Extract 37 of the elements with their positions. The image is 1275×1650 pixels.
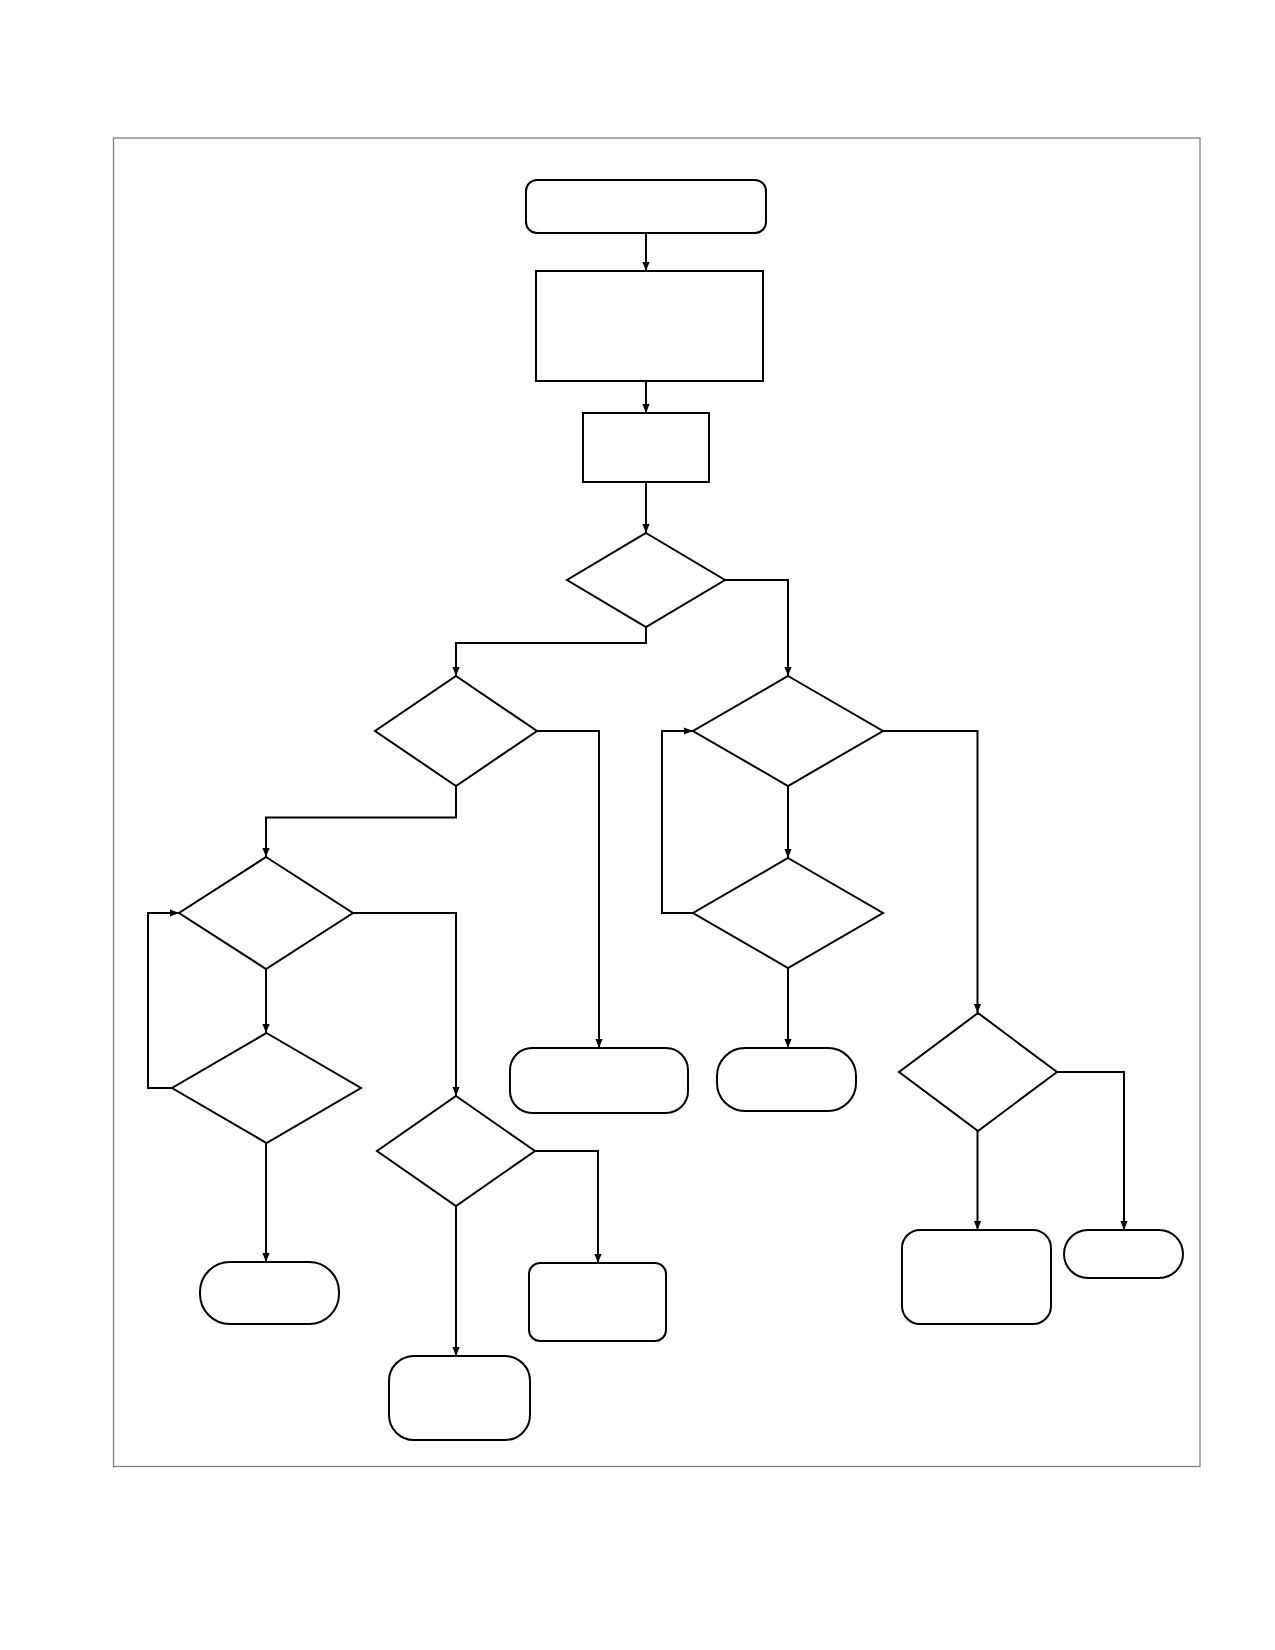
flow-arrow <box>724 579 792 677</box>
process-box <box>583 413 709 482</box>
flow-arrow <box>784 967 792 1049</box>
decision-diamond <box>179 857 353 969</box>
terminator-box <box>510 1048 688 1113</box>
flow-arrow <box>642 380 650 414</box>
flow-arrow <box>882 730 982 1014</box>
flow-arrow <box>262 968 270 1034</box>
flow-arrow <box>352 912 460 1097</box>
decision-diamond <box>375 676 537 786</box>
flow-arrow <box>661 727 694 914</box>
decision-diamond <box>377 1096 535 1206</box>
decision-diamond <box>693 858 883 968</box>
terminator-box <box>529 1263 666 1341</box>
terminator-box <box>902 1230 1051 1324</box>
flow-arrow <box>452 1205 460 1357</box>
flow-arrow <box>262 785 457 858</box>
process-box <box>536 271 763 381</box>
decision-diamond <box>898 1013 1057 1131</box>
flow-arrow <box>784 785 792 859</box>
flow-arrow <box>262 1142 270 1263</box>
flow-arrow <box>147 909 180 1089</box>
terminator-box <box>1064 1230 1183 1278</box>
flow-arrow <box>452 626 647 677</box>
terminator-box <box>200 1262 339 1324</box>
flow-arrow <box>536 730 603 1049</box>
flow-arrow <box>642 481 650 534</box>
flow-arrow <box>973 1130 982 1231</box>
flow-arrow <box>534 1150 602 1264</box>
decision-diamond <box>693 676 883 786</box>
terminator-box <box>389 1356 530 1440</box>
flow-arrow <box>1055 1071 1128 1231</box>
decision-diamond <box>171 1033 361 1143</box>
terminator-box <box>526 180 766 233</box>
flow-arrow <box>642 232 650 272</box>
terminator-box <box>717 1048 856 1111</box>
decision-diamond <box>567 533 725 627</box>
